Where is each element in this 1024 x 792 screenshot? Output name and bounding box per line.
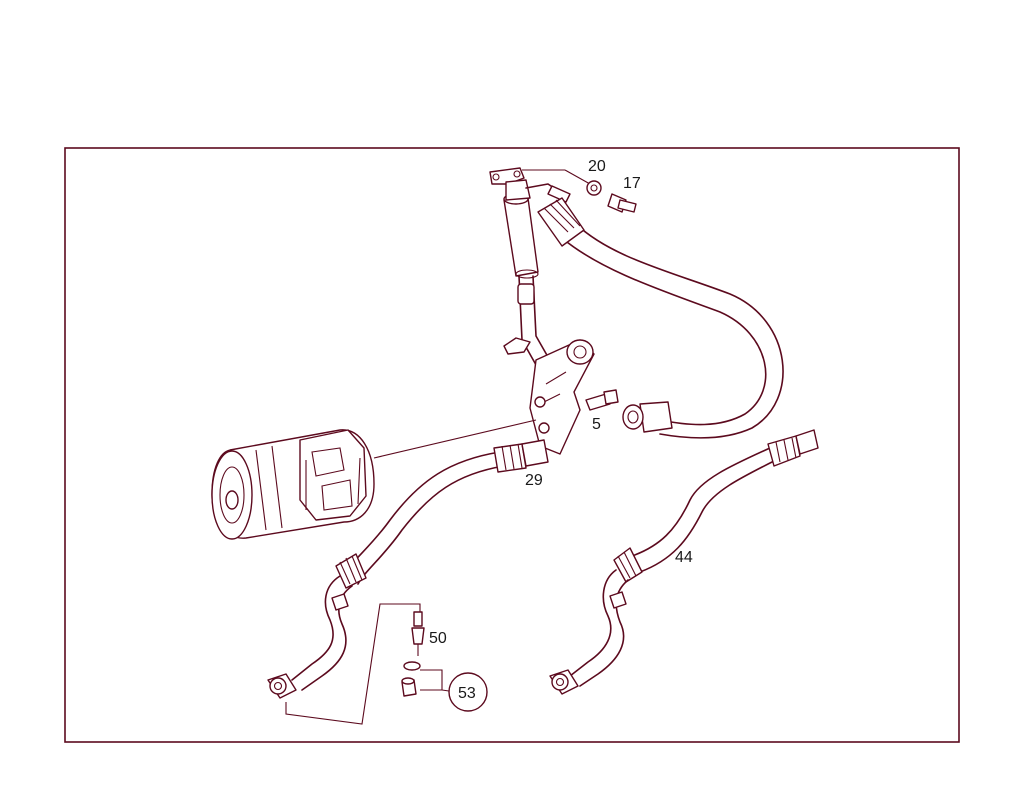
callout-53: 53: [458, 685, 476, 702]
washer-part: [586, 180, 602, 196]
cap-part: [401, 669, 488, 712]
seal-ring: [403, 661, 421, 671]
upper-hose: [537, 197, 784, 439]
valve-block: [529, 339, 595, 455]
diagram-frame: [64, 147, 960, 743]
callout-5: 5: [592, 416, 601, 433]
callout-50: 50: [429, 630, 447, 647]
bolt-part-17: [607, 193, 637, 213]
valve-core: [411, 611, 425, 656]
right-hose: [549, 429, 819, 695]
callout-20: 20: [588, 158, 606, 175]
compressor: [211, 419, 537, 540]
callout-44: 44: [675, 549, 693, 566]
callout-29: 29: [525, 472, 543, 489]
bolt-part-5: [585, 389, 619, 411]
left-hose: [267, 439, 549, 725]
callout-17: 17: [623, 175, 641, 192]
